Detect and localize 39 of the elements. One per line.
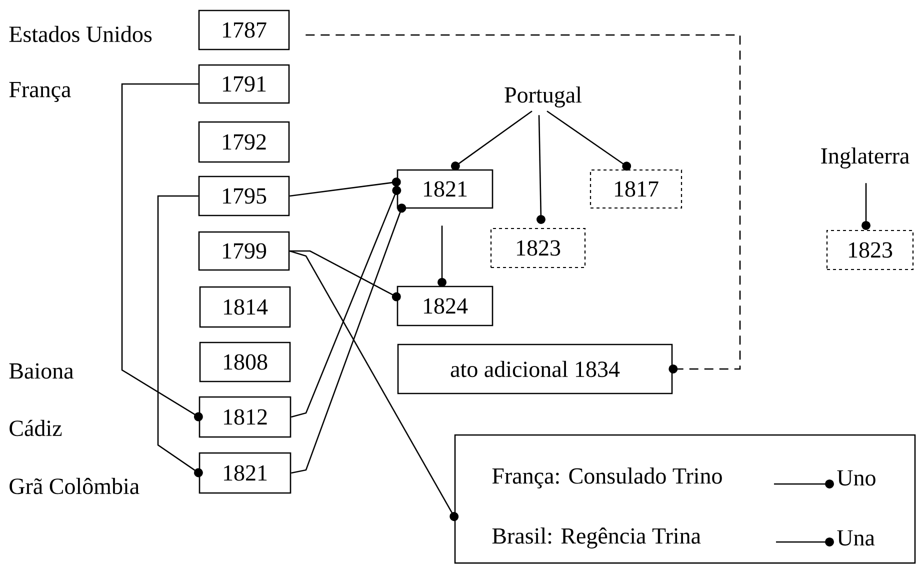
connector: [289, 250, 459, 522]
year-box: 1821: [396, 169, 494, 209]
connector: [306, 34, 741, 374]
note-text: Uno: [837, 470, 876, 486]
connector: [862, 183, 870, 230]
year-box: 1787: [198, 10, 290, 50]
connector: [438, 226, 446, 287]
country-label: Portugal: [504, 86, 582, 108]
row-label: Estados Unidos: [9, 26, 152, 42]
connector: [291, 186, 402, 418]
year-box: 1795: [198, 176, 290, 216]
year-box: ato adicional 1834: [397, 344, 673, 394]
year-box: 1808: [199, 342, 291, 382]
year-box: 1817: [590, 169, 682, 209]
connector: [290, 178, 401, 197]
connector: [536, 115, 546, 224]
connector: [121, 83, 203, 422]
row-label: Cádiz: [10, 420, 62, 436]
year-box: 1823: [490, 228, 586, 268]
year-box: 1799: [198, 231, 290, 271]
year-box: 1823: [826, 230, 914, 270]
year-box: 1814: [199, 286, 291, 328]
connector: [450, 110, 532, 171]
row-label: Baiona: [9, 363, 74, 379]
connector: [291, 204, 406, 474]
note-text: Brasil: Regência Trina: [492, 528, 701, 548]
year-box: 1821: [198, 452, 292, 494]
country-label: Inglaterra: [821, 148, 910, 168]
note-text: França: Consulado Trino: [492, 468, 722, 488]
year-box: 1812: [198, 396, 292, 438]
year-box: 1792: [198, 121, 290, 163]
note-text: Una: [837, 530, 875, 546]
connector: [546, 110, 632, 171]
year-box: 1824: [396, 286, 494, 326]
connector: [157, 195, 203, 478]
connector: [290, 250, 401, 302]
row-label: Grã Colômbia: [10, 478, 140, 494]
row-label: França: [9, 82, 71, 102]
year-box: 1791: [198, 64, 290, 104]
